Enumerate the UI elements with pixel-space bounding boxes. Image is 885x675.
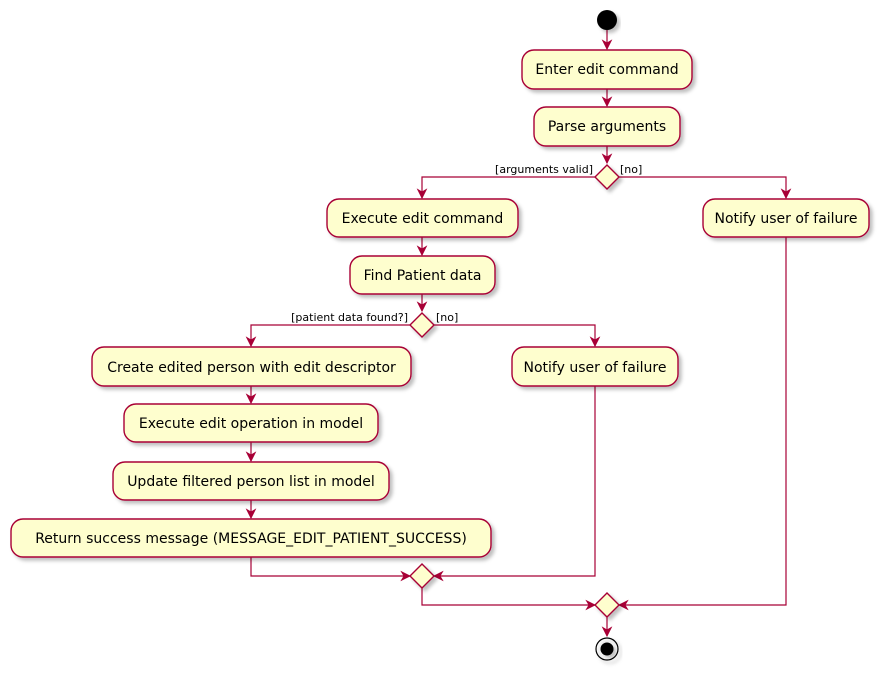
label-find-patient: Find Patient data — [364, 268, 482, 284]
connectors — [245, 30, 792, 638]
label-return-success: Return success message (MESSAGE_EDIT_PAT… — [35, 531, 467, 547]
arrow-decision2-yes — [245, 324, 410, 348]
arrow-return-to-merge2 — [250, 557, 412, 582]
activity-notify-failure-1 — [702, 198, 870, 238]
activity-execute-edit-op — [123, 403, 379, 443]
arrow-decision1-yes — [416, 176, 595, 200]
activity-create-edited — [91, 346, 412, 387]
guard-patient-no: [no] — [436, 311, 458, 324]
decision-patient-found — [409, 312, 435, 338]
label-parse-arguments: Parse arguments — [548, 119, 666, 135]
activity-update-filtered — [112, 461, 390, 501]
label-create-edited: Create edited person with edit descripto… — [107, 360, 396, 376]
end-node — [595, 637, 619, 661]
activity-execute-edit — [326, 198, 519, 238]
activity-parse-arguments — [533, 106, 681, 147]
arrow-merge2-to-merge1 — [421, 588, 597, 611]
arrow-notify1-to-merge1 — [617, 237, 787, 611]
label-update-filtered: Update filtered person list in model — [127, 474, 375, 490]
activity-enter-edit — [521, 49, 693, 90]
arrow-notify2-to-merge2 — [432, 386, 596, 582]
guard-arguments-no: [no] — [620, 163, 642, 176]
activity-return-success — [10, 518, 492, 558]
arrow-decision2-no — [434, 324, 601, 348]
merge-inner — [409, 563, 435, 589]
activity-find-patient — [349, 255, 496, 295]
label-notify-failure-2: Notify user of failure — [524, 360, 667, 376]
merge-outer — [594, 592, 620, 618]
arrow-decision1-no — [619, 176, 792, 200]
label-execute-edit-op: Execute edit operation in model — [139, 416, 363, 432]
start-node — [597, 10, 617, 30]
activity-notify-failure-2 — [511, 346, 679, 387]
decision-arguments-valid — [594, 164, 620, 190]
label-notify-failure-1: Notify user of failure — [715, 211, 858, 227]
label-execute-edit: Execute edit command — [342, 211, 504, 227]
label-enter-edit: Enter edit command — [535, 62, 678, 78]
guard-arguments-valid: [arguments valid] — [495, 163, 593, 176]
guard-patient-found: [patient data found?] — [291, 311, 408, 324]
